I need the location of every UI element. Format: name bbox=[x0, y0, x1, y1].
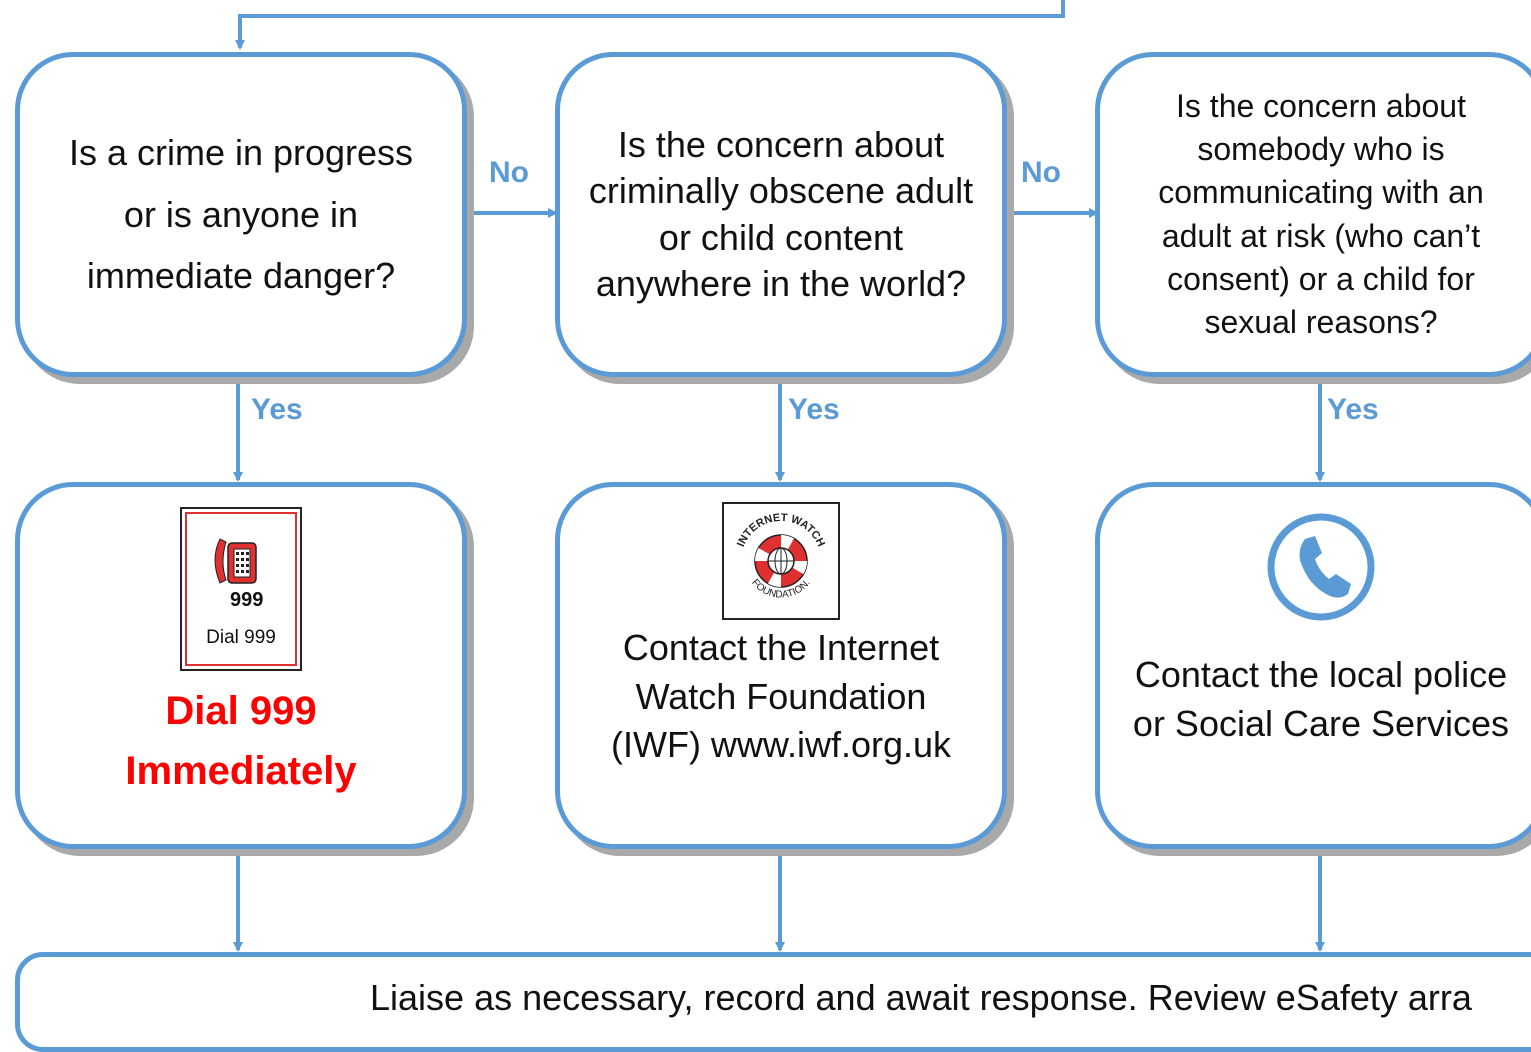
dial-999-icon: 999 Dial 999 bbox=[180, 507, 302, 671]
no-label-1: No bbox=[489, 156, 529, 189]
phone-icon bbox=[214, 538, 257, 584]
police-contact-text: Contact the local police or Social Care … bbox=[1132, 654, 1510, 744]
dial-999-text: Dial 999 bbox=[165, 689, 317, 733]
dial-icon-caption: Dial 999 bbox=[206, 627, 276, 648]
question-box-content: Is the concern about criminally obscene … bbox=[555, 52, 1007, 377]
action-box-iwf: INTERNET WATCH FOUNDATION. Contact the I… bbox=[555, 482, 1007, 849]
bottom-action-text: Liaise as necessary, record and await re… bbox=[370, 977, 1472, 1018]
phone-circle-icon bbox=[1267, 513, 1375, 621]
question-text-grooming: Is the concern about somebody who is com… bbox=[1158, 87, 1484, 340]
action-box-dial: 999 Dial 999 Dial 999 Immediately bbox=[15, 482, 467, 849]
action-box-police: Contact the local police or Social Care … bbox=[1095, 482, 1531, 849]
question-text-content: Is the concern about criminally obscene … bbox=[588, 124, 974, 304]
dial-immediately-text: Immediately bbox=[125, 749, 357, 793]
yes-label-3: Yes bbox=[1327, 393, 1379, 426]
no-label-2: No bbox=[1021, 156, 1061, 189]
question-text-crime: Is a crime in progress or is anyone in i… bbox=[68, 131, 414, 297]
yes-label-2: Yes bbox=[788, 393, 840, 426]
bottom-action-box: Liaise as necessary, record and await re… bbox=[15, 952, 1531, 1052]
question-box-crime: Is a crime in progress or is anyone in i… bbox=[15, 52, 467, 377]
yes-label-1: Yes bbox=[251, 393, 303, 426]
iwf-contact-text: Contact the Internet Watch Foundation (I… bbox=[610, 627, 951, 766]
iwf-logo: INTERNET WATCH FOUNDATION. bbox=[722, 502, 840, 620]
top-feed-arrow bbox=[235, 0, 1065, 50]
question-box-grooming: Is the concern about somebody who is com… bbox=[1095, 52, 1531, 377]
dial-icon-number: 999 bbox=[230, 589, 264, 611]
